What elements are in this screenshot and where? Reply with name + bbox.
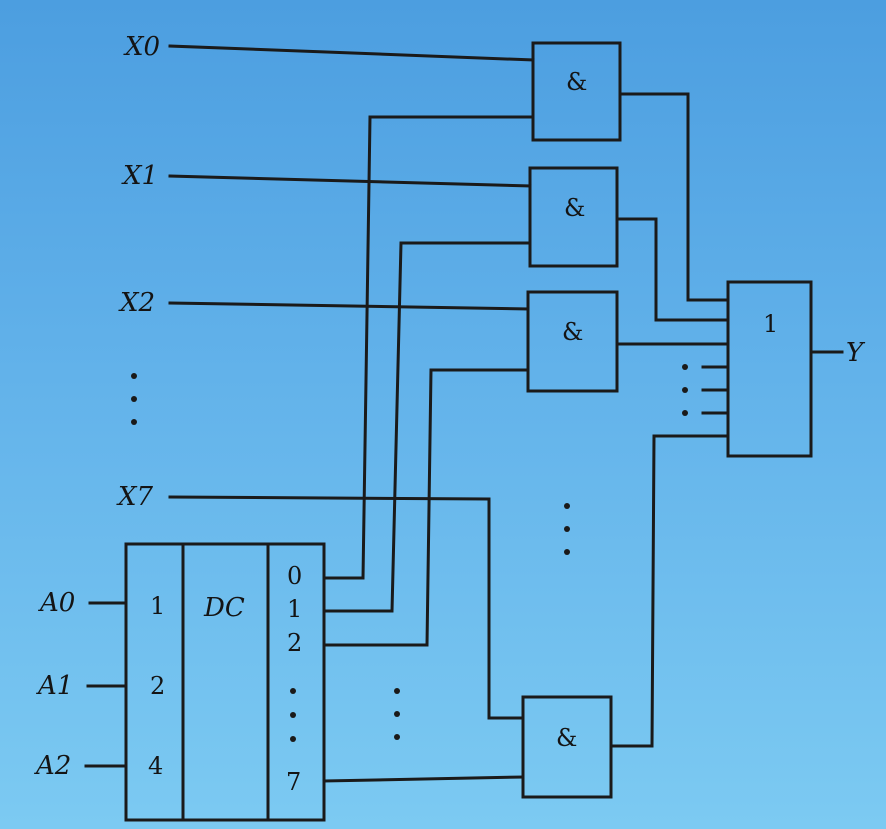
wire-dc7 — [322, 775, 525, 783]
decoder-output-0: 0 — [287, 562, 303, 590]
and-gate-7-symbol: & — [556, 724, 578, 752]
decoder-output-7: 7 — [286, 768, 302, 796]
and-gate-2-symbol: & — [562, 318, 584, 346]
wire-x0 — [168, 44, 535, 62]
decoder-output-2: 2 — [287, 629, 303, 657]
or-gate-box — [726, 280, 813, 458]
input-label-x7: X7 — [118, 482, 154, 512]
decoder-output-1: 1 — [287, 595, 303, 623]
decoder-input-weight-2: 2 — [150, 672, 166, 700]
and-gate-0-box — [531, 41, 622, 142]
and-gate-1-box — [528, 166, 619, 268]
input-label-x2: X2 — [120, 288, 156, 318]
and-gate-1-symbol: & — [564, 194, 586, 222]
inputs-ellipsis-dots — [131, 373, 137, 425]
address-label-a0: A0 — [40, 588, 76, 618]
wire-and7-or — [609, 434, 730, 748]
output-label-y: Y — [846, 338, 864, 368]
wire-dc1 — [322, 241, 532, 613]
and-gate-2-box — [526, 290, 619, 393]
wire-and0-or — [618, 92, 730, 302]
decoder-input-weight-4: 4 — [148, 752, 164, 780]
input-label-x0: X0 — [125, 32, 161, 62]
decoder-wires-ellipsis-dots — [394, 688, 400, 740]
wire-x1 — [168, 174, 532, 188]
decoder-box — [124, 542, 326, 822]
decoder-outputs-ellipsis-dots — [290, 688, 296, 742]
input-label-x1: X1 — [123, 161, 159, 191]
decoder-input-weight-1: 1 — [150, 592, 166, 620]
wire-and1-or — [615, 217, 730, 322]
wire-x7 — [168, 495, 525, 720]
decoder-label: DC — [204, 593, 245, 623]
address-label-a2: A2 — [36, 751, 72, 781]
or-inputs-ellipsis-dots — [682, 364, 688, 416]
wire-dc2 — [322, 368, 530, 647]
and-gates-ellipsis-dots — [564, 503, 570, 555]
and-gate-0-symbol: & — [566, 68, 588, 96]
address-label-a1: A1 — [38, 671, 74, 701]
wire-dc0 — [322, 115, 535, 580]
or-gate-symbol: 1 — [763, 310, 779, 338]
wire-x2 — [168, 301, 530, 311]
